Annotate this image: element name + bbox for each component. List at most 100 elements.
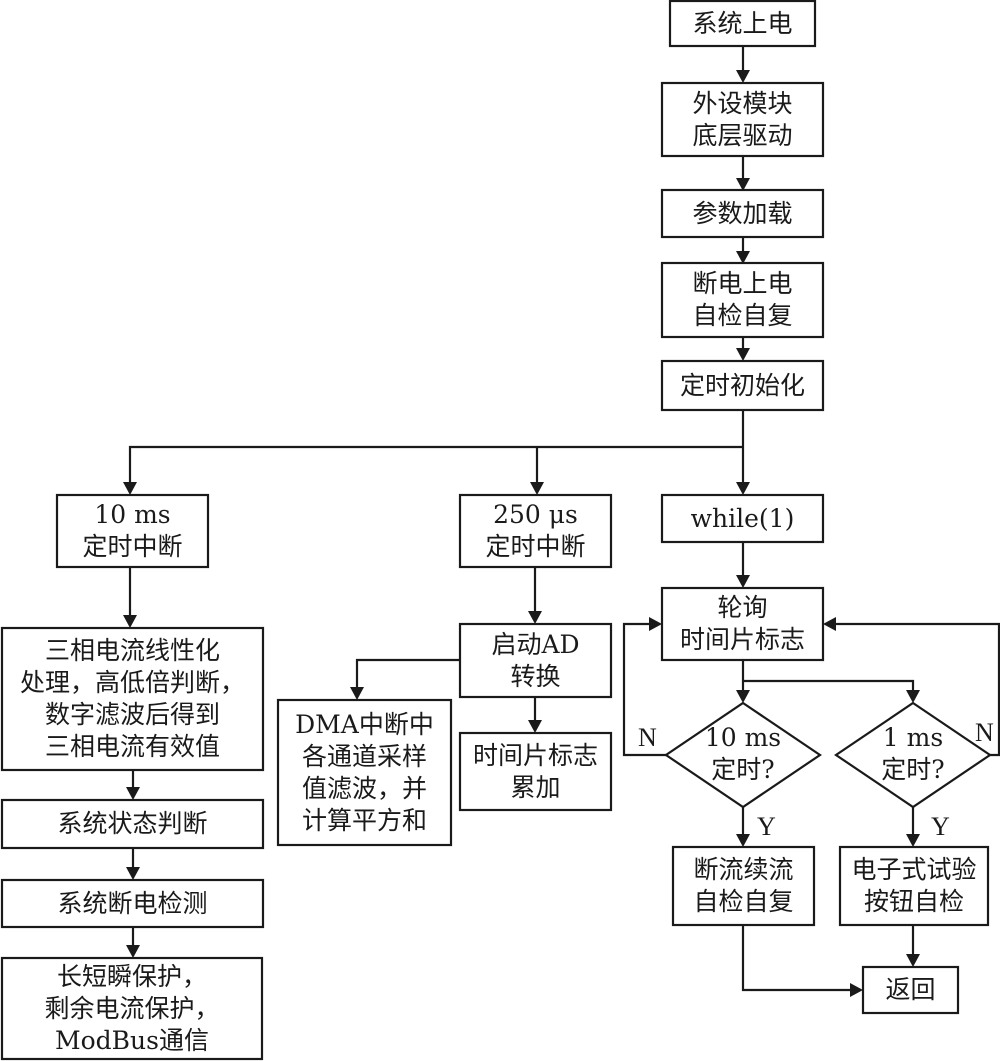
node-text-line: 定时? — [881, 755, 945, 784]
node-text-line: 数字滤波后得到 — [44, 700, 220, 729]
node-text-line: 电子式试验 — [851, 855, 977, 884]
node-irq-250us: 250 μs 定时中断 — [460, 495, 611, 567]
node-three-phase: 三相电流线性化处理，高低倍判断， 数字滤波后得到三相电流有效值 — [2, 628, 263, 770]
node-current-selfcheck: 断流续流自检自复 — [673, 847, 814, 925]
node-power-selfcheck: 断电上电自检自复 — [662, 263, 823, 337]
arrowhead — [126, 787, 140, 800]
arrowhead — [126, 945, 140, 958]
node-text-line: 剩余电流保护， — [44, 993, 220, 1023]
node-text-line: 系统上电 — [692, 8, 793, 38]
node-text-line: 底层驱动 — [692, 120, 793, 150]
node-text-line: 按钮自检 — [863, 887, 964, 916]
node-while-loop: while(1) — [662, 495, 823, 542]
node-text-line: 10 ms — [94, 500, 171, 529]
box-return — [861, 965, 960, 1015]
box-protection — [0, 956, 264, 1061]
node-text-line: 定时初始化 — [679, 370, 805, 400]
box-state-judge — [0, 798, 265, 850]
arrowhead — [528, 611, 542, 624]
label-dec-10ms-yes: Y — [757, 812, 776, 841]
edge-1ms-no-loop — [834, 622, 1000, 757]
node-text-line: 计算平方和 — [301, 805, 427, 835]
node-text-line: 时间片标志 — [472, 740, 598, 770]
node-poll-flag: 轮询时间片标志 — [662, 588, 823, 660]
box-poll-flag — [660, 586, 825, 662]
node-poweroff-detect: 系统断电检测 — [2, 880, 263, 927]
arrowhead — [123, 482, 137, 495]
box-irq-250us — [458, 493, 613, 569]
arrowhead — [350, 687, 364, 700]
node-text-line: 定时中断 — [82, 532, 183, 561]
arrowhead — [126, 867, 140, 880]
edge-poll-to-decisions — [741, 660, 915, 693]
edge-start-ad-to-dma — [355, 658, 460, 690]
box-flag-accum — [458, 731, 613, 812]
node-text-line: 系统断电检测 — [57, 888, 208, 918]
edge-timer-init-branch — [128, 410, 745, 485]
node-text-line: 转换 — [510, 661, 561, 691]
box-while-loop — [660, 493, 825, 544]
node-state-judge: 系统状态判断 — [2, 800, 263, 848]
node-text-line: 定时? — [711, 755, 775, 784]
node-param-load: 参数加载 — [662, 190, 823, 237]
label-dec-1ms-no: N — [975, 718, 994, 747]
box-param-load — [660, 188, 825, 239]
node-button-selfcheck: 电子式试验按钮自检 — [840, 847, 988, 925]
connectors — [128, 46, 1000, 992]
diamond-dec-10ms — [664, 701, 822, 809]
node-return: 返回 — [863, 967, 958, 1013]
arrowhead — [736, 178, 750, 191]
box-current-selfcheck — [671, 845, 816, 927]
box-peripheral-driver — [660, 81, 825, 158]
arrowhead — [123, 615, 137, 628]
arrowhead — [850, 983, 863, 997]
node-text-line: 返回 — [885, 975, 936, 1004]
node-flag-accum: 时间片标志累加 — [460, 733, 611, 810]
node-text-line: 时间片标志 — [679, 625, 805, 654]
node-text-line: 三相电流有效值 — [44, 732, 220, 761]
arrowhead — [528, 720, 542, 733]
node-text-line: 处理，高低倍判断， — [19, 668, 245, 697]
box-timer-init — [660, 359, 825, 412]
node-text-line: 长短瞬保护， — [56, 961, 207, 991]
node-timer-init: 定时初始化 — [662, 361, 823, 410]
arrowhead — [736, 690, 750, 703]
node-text-line: 断电上电 — [692, 269, 793, 298]
node-text-line: while(1) — [690, 503, 795, 533]
node-text-line: 外设模块 — [692, 88, 793, 118]
node-text-line: 250 μs — [493, 500, 578, 529]
node-text-line: 自检自复 — [692, 301, 793, 330]
node-irq-10ms: 10 ms 定时中断 — [57, 495, 208, 567]
box-dma-irq — [276, 698, 453, 847]
node-text-line: 三相电流线性化 — [44, 636, 220, 665]
node-text-line: 值滤波，并 — [301, 773, 427, 803]
box-power-on — [668, 0, 817, 48]
node-text-line: 10 ms — [704, 723, 782, 752]
label-dec-1ms-yes: Y — [931, 812, 950, 841]
arrowhead — [736, 70, 750, 83]
node-text-line: 参数加载 — [692, 198, 793, 228]
node-text-line: 累加 — [510, 772, 561, 802]
arrowhead — [823, 617, 836, 631]
box-power-selfcheck — [660, 261, 825, 339]
node-text-line: 系统状态判断 — [57, 809, 208, 838]
arrowhead — [736, 251, 750, 264]
edge-10ms-no-loop — [622, 622, 666, 757]
arrowhead — [736, 834, 750, 847]
node-text-line: ModBus通信 — [55, 1025, 209, 1055]
box-start-ad — [458, 622, 613, 699]
node-text-line: 自检自复 — [693, 887, 794, 916]
node-power-on: 系统上电 — [670, 1, 815, 46]
node-dec-10ms: 10 ms 定时? — [683, 718, 803, 790]
box-poweroff-detect — [0, 878, 265, 929]
diamond-dec-1ms — [834, 701, 992, 809]
arrowhead — [906, 834, 920, 847]
node-text-line: 定时中断 — [485, 532, 586, 561]
node-text-line: 启动AD — [491, 629, 580, 659]
box-three-phase — [0, 626, 265, 772]
arrowhead — [906, 690, 920, 703]
node-text-line: DMA中断中 — [295, 709, 434, 739]
